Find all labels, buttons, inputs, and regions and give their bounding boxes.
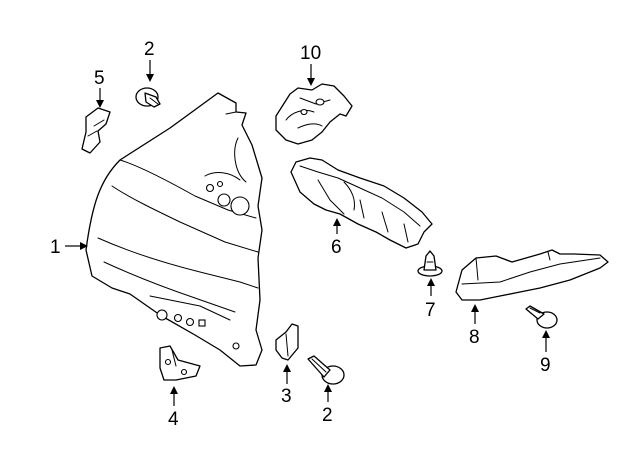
callout-10: 10	[300, 43, 321, 64]
part-7-clip[interactable]	[417, 250, 443, 277]
callout-5: 5	[94, 68, 105, 89]
fender-hole-large	[230, 196, 250, 216]
fender-hole	[232, 342, 240, 350]
callout-labels: 1 2 2 3 4 5 6 7 8 9 10	[50, 39, 551, 430]
part-3-bracket[interactable]	[275, 323, 299, 361]
bracket-hole	[180, 368, 188, 376]
callout-2-top: 2	[144, 39, 155, 60]
fender-hole	[185, 317, 195, 327]
callout-4: 4	[168, 409, 179, 430]
bracket-hole	[300, 108, 308, 116]
part-4-bracket[interactable]	[159, 345, 201, 381]
part-8-bracket[interactable]	[455, 249, 609, 301]
fender-hole	[173, 313, 183, 323]
part-2-bolt-bottom[interactable]	[307, 355, 345, 385]
callout-2-bottom: 2	[322, 405, 333, 426]
callout-3: 3	[281, 386, 292, 407]
part-9-bolt[interactable]	[525, 305, 558, 329]
callout-7: 7	[425, 300, 436, 321]
fender-hole	[217, 193, 231, 207]
callout-6: 6	[331, 237, 342, 258]
part-10-bracket[interactable]	[275, 83, 353, 145]
part-2-bolt-top[interactable]	[135, 87, 161, 108]
fender-hole	[216, 180, 224, 188]
part-1-fender-apron[interactable]	[85, 92, 263, 367]
fender-hole	[198, 319, 206, 327]
part-6-duct[interactable]	[290, 157, 433, 249]
part-5-bracket[interactable]	[81, 107, 111, 154]
bracket-hole	[164, 358, 172, 366]
leader-lines	[65, 60, 550, 406]
bracket-hole	[315, 98, 325, 106]
callout-1: 1	[50, 237, 61, 258]
fender-hole	[205, 183, 215, 193]
callout-9: 9	[540, 355, 551, 376]
callout-8: 8	[469, 327, 480, 348]
fender-hole	[156, 309, 168, 321]
